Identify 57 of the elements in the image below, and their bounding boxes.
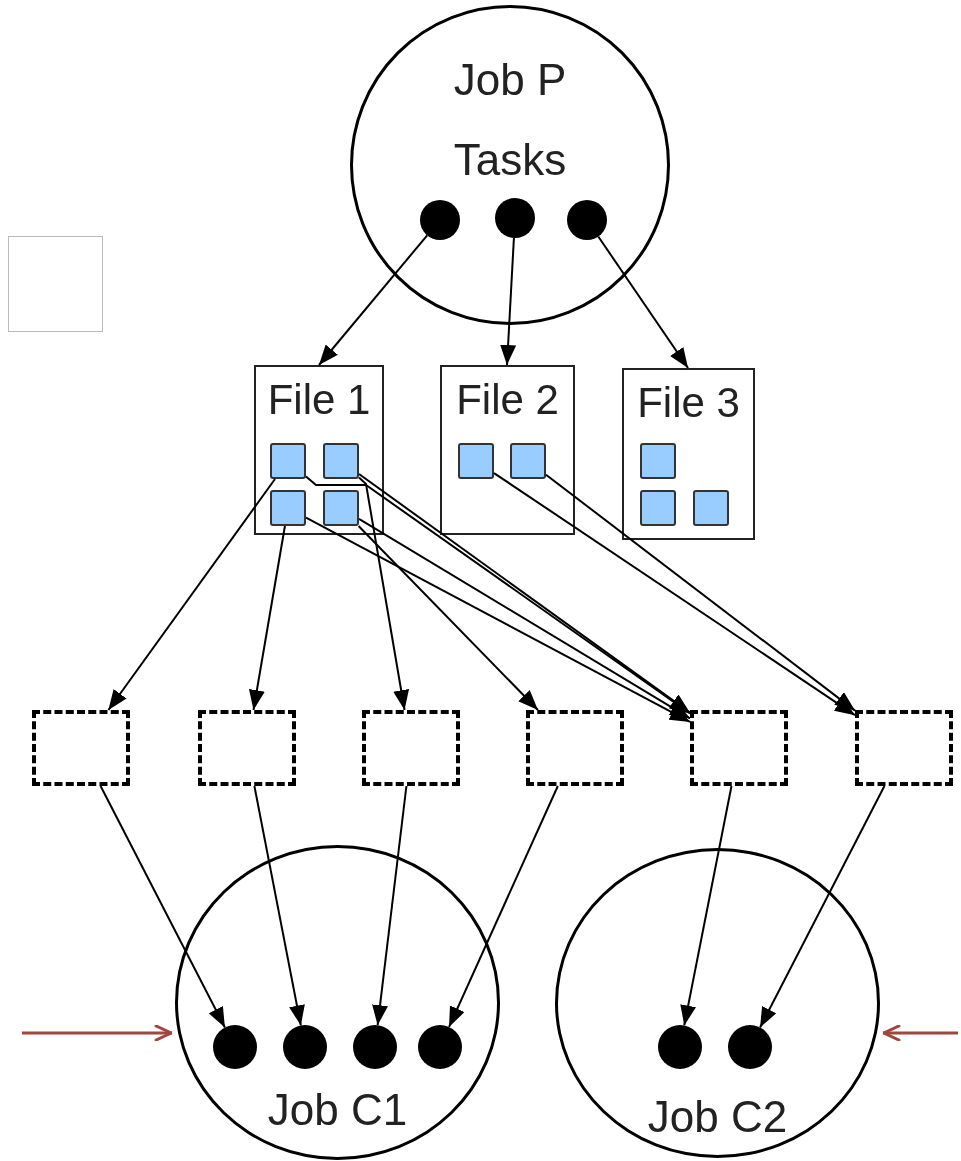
- arrow: [358, 476, 410, 711]
- arrow: [253, 785, 305, 1027]
- data-block: [323, 490, 359, 526]
- dashed-box: [198, 710, 296, 786]
- job-circle: [350, 5, 670, 325]
- task-dot: [213, 1025, 257, 1069]
- dashed-box: [855, 710, 953, 786]
- arrow: [680, 785, 733, 1027]
- arrow: [107, 478, 276, 711]
- data-block: [270, 443, 306, 479]
- dashed-box: [690, 710, 788, 786]
- node-label: Job P: [452, 58, 568, 102]
- task-dot: [418, 1025, 462, 1069]
- arrow: [99, 785, 226, 1029]
- task-dot: [567, 200, 607, 240]
- task-dot: [420, 200, 460, 240]
- file-box: [440, 365, 575, 535]
- empty-box: [8, 236, 103, 332]
- arrow: [318, 234, 429, 366]
- data-block: [640, 443, 676, 479]
- file-box: [254, 365, 384, 535]
- arrow: [22, 1024, 173, 1042]
- arrow: [248, 525, 286, 711]
- data-block: [458, 443, 494, 479]
- job-circle: [555, 848, 880, 1158]
- dashed-box: [362, 710, 460, 786]
- arrow: [882, 1024, 958, 1042]
- arrow: [305, 516, 691, 723]
- arrow: [545, 473, 856, 712]
- node-label: File 2: [455, 379, 560, 421]
- dashed-box: [32, 710, 130, 786]
- data-block: [510, 443, 546, 479]
- arrow: [759, 785, 886, 1029]
- data-block: [693, 490, 729, 526]
- node-label: Job C1: [266, 1088, 409, 1132]
- node-label: File 3: [636, 382, 741, 424]
- arrow: [358, 517, 691, 720]
- task-dot: [495, 198, 535, 238]
- dashed-box: [526, 710, 624, 786]
- arrow: [493, 472, 856, 717]
- arrow: [597, 235, 689, 369]
- job-circle: [175, 845, 500, 1160]
- task-dot: [728, 1025, 772, 1069]
- node-label: File 1: [266, 379, 372, 421]
- file-box: [622, 368, 755, 540]
- arrow: [357, 525, 539, 711]
- arrow: [372, 785, 408, 1027]
- task-dot: [283, 1025, 327, 1069]
- arrow: [448, 785, 559, 1028]
- arrow: [500, 236, 517, 366]
- node-label: Tasks: [452, 138, 568, 182]
- data-block: [640, 490, 676, 526]
- data-block: [323, 443, 359, 479]
- task-dot: [658, 1025, 702, 1069]
- node-label: Job C2: [646, 1095, 789, 1139]
- task-dot: [353, 1025, 397, 1069]
- data-block: [270, 490, 306, 526]
